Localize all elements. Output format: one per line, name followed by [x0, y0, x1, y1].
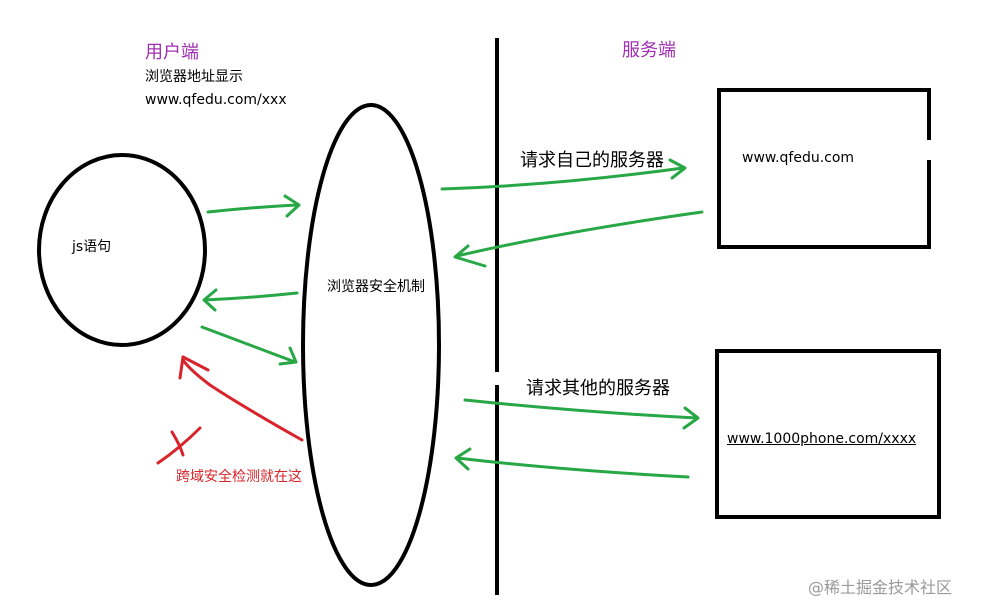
js-statement-label: js语句	[72, 239, 112, 255]
arrow-other-server-response	[454, 447, 690, 479]
other-server-request-label: 请求其他的服务器	[526, 378, 670, 399]
red-curved-arrow	[178, 355, 304, 442]
other-server-url: www.1000phone.com/xxxx	[727, 431, 917, 447]
address-bar-caption: 浏览器地址显示	[145, 69, 243, 85]
js-statement-ellipse	[37, 153, 207, 347]
arrow-request-other-server	[463, 398, 700, 430]
browser-security-ellipse	[301, 103, 441, 587]
arrow-request-own-server	[440, 158, 687, 191]
own-server-box	[717, 88, 931, 249]
other-server-box	[715, 349, 941, 519]
cross-domain-note: 跨域安全检测就在这	[176, 469, 302, 485]
arrow-js-to-browser-lower	[200, 325, 298, 366]
own-server-request-label: 请求自己的服务器	[520, 150, 664, 171]
browser-security-label: 浏览器安全机制	[327, 279, 425, 295]
watermark: @稀土掘金技术社区	[808, 578, 953, 597]
arrow-browser-to-js	[202, 288, 299, 312]
arrow-js-to-browser	[206, 194, 301, 218]
client-title: 用户端	[145, 42, 199, 63]
address-bar-url: www.qfedu.com/xxx	[145, 92, 287, 108]
arrow-own-server-response	[453, 210, 704, 268]
own-server-url: www.qfedu.com	[742, 150, 855, 166]
server-title: 服务端	[622, 40, 676, 61]
red-x-mark	[156, 426, 202, 465]
